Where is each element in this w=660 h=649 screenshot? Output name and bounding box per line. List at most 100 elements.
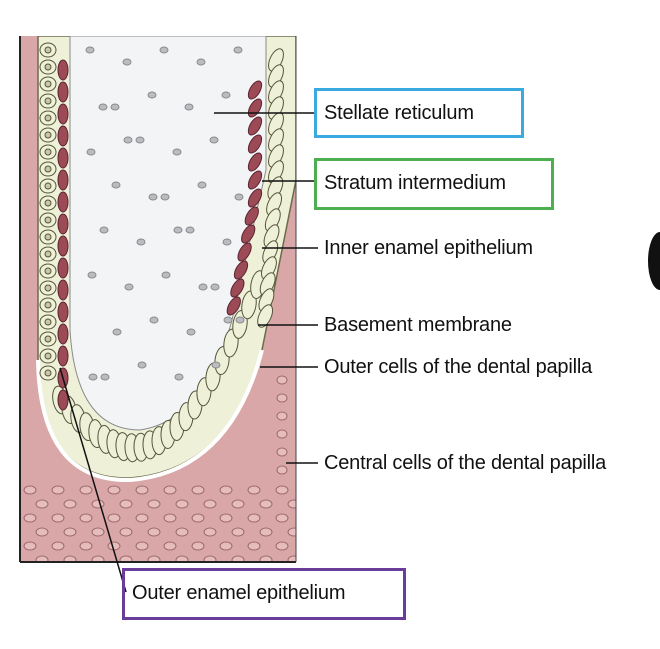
epithelial-nucleus bbox=[44, 165, 52, 173]
papilla-cell bbox=[275, 541, 289, 551]
papilla-cell bbox=[63, 499, 77, 509]
papilla-cell bbox=[107, 513, 121, 523]
stellate-cell bbox=[211, 361, 221, 369]
papilla-cell bbox=[276, 447, 288, 457]
papilla-cell bbox=[51, 513, 65, 523]
stellate-cell bbox=[186, 328, 196, 336]
papilla-cell bbox=[91, 555, 105, 562]
papilla-cell bbox=[147, 527, 161, 537]
stellate-reticulum-box bbox=[314, 88, 524, 138]
intermedium-cell bbox=[226, 296, 241, 316]
intermedium-cell bbox=[57, 147, 69, 169]
papilla-cell bbox=[276, 411, 288, 421]
outer-enamel-epithelium-label: Outer enamel epithelium bbox=[132, 582, 346, 604]
epithelial-nucleus bbox=[44, 80, 52, 88]
papilla-cell bbox=[79, 541, 93, 551]
epithelial-nucleus bbox=[44, 97, 52, 105]
intermedium-cell bbox=[57, 191, 69, 213]
intermedium-cell bbox=[57, 235, 69, 257]
papilla-cell bbox=[35, 555, 49, 562]
papilla-cell bbox=[287, 555, 296, 562]
stellate-cell bbox=[185, 226, 195, 234]
intermedium-cell bbox=[230, 278, 245, 298]
stellate-cell bbox=[159, 46, 169, 54]
papilla-cell bbox=[275, 513, 289, 523]
papilla-cell bbox=[175, 499, 189, 509]
inner-enamel-epithelium-label: Inner enamel epithelium bbox=[324, 237, 533, 259]
epithelial-nucleus bbox=[44, 46, 52, 54]
papilla-cell bbox=[259, 555, 273, 562]
intermedium-cell bbox=[57, 213, 69, 235]
basement-membrane-line bbox=[36, 349, 264, 483]
intermedium-cells bbox=[57, 59, 263, 411]
outer-cells-papilla-label: Outer cells of the dental papilla bbox=[324, 356, 593, 378]
papilla-cell bbox=[23, 541, 37, 551]
epithelial-nucleus bbox=[44, 148, 52, 156]
stellate-cell bbox=[147, 91, 157, 99]
stellate-cell bbox=[149, 316, 159, 324]
papilla-cell bbox=[147, 555, 161, 562]
intermedium-cell bbox=[57, 81, 69, 103]
stellate-cell bbox=[234, 193, 244, 201]
stellate-cells bbox=[85, 46, 245, 381]
stellate-cell bbox=[196, 58, 206, 66]
stellate-cell bbox=[98, 103, 108, 111]
stellate-cell bbox=[223, 316, 233, 324]
stellate-cell bbox=[135, 136, 145, 144]
outer-enamel-epithelium-box bbox=[122, 568, 406, 620]
stratum-intermedium-box bbox=[314, 158, 554, 210]
epithelial-nucleus bbox=[44, 216, 52, 224]
epithelial-nucleus bbox=[44, 369, 52, 377]
papilla-cell bbox=[219, 513, 233, 523]
epithelial-nucleus bbox=[44, 250, 52, 258]
stellate-cell bbox=[111, 181, 121, 189]
stellate-cell bbox=[222, 238, 232, 246]
papilla-cell bbox=[119, 499, 133, 509]
epithelial-nucleus bbox=[44, 318, 52, 326]
stellate-cell bbox=[110, 103, 120, 111]
intermedium-cell bbox=[57, 169, 69, 191]
papilla-cell bbox=[247, 541, 261, 551]
papilla-cell bbox=[259, 527, 273, 537]
stellate-cell bbox=[221, 91, 231, 99]
stellate-cell bbox=[160, 193, 170, 201]
intermedium-cell bbox=[241, 224, 256, 244]
intermedium-cell bbox=[247, 170, 263, 190]
papilla-cell bbox=[91, 499, 105, 509]
papilla-cell bbox=[247, 513, 261, 523]
leader-outer-enamel bbox=[59, 367, 127, 593]
stellate-cell bbox=[99, 226, 109, 234]
papilla-cell bbox=[163, 541, 177, 551]
stellate-cell bbox=[122, 58, 132, 66]
papilla-cell bbox=[259, 499, 273, 509]
stellate-cell bbox=[173, 226, 183, 234]
stellate-cell bbox=[197, 181, 207, 189]
stellate-cell bbox=[161, 271, 171, 279]
stellate-cell bbox=[112, 328, 122, 336]
intermedium-cell bbox=[57, 279, 69, 301]
papilla-cell bbox=[79, 485, 93, 495]
stellate-cell bbox=[136, 238, 146, 246]
papilla-cell bbox=[119, 555, 133, 562]
papilla-cell bbox=[163, 513, 177, 523]
papilla-cell bbox=[51, 485, 65, 495]
stellate-cell bbox=[85, 46, 95, 54]
intermedium-cell bbox=[57, 59, 69, 81]
stratum-intermedium-label: Stratum intermedium bbox=[324, 172, 506, 194]
papilla-cell bbox=[51, 541, 65, 551]
papilla-cell bbox=[191, 541, 205, 551]
papilla-cell bbox=[147, 499, 161, 509]
papilla-cell bbox=[219, 541, 233, 551]
intermedium-cell bbox=[237, 242, 252, 262]
stellate-cell bbox=[198, 283, 208, 291]
central-cells-papilla-label: Central cells of the dental papilla bbox=[324, 452, 607, 474]
epithelial-nucleus bbox=[44, 284, 52, 292]
papilla-cell bbox=[231, 527, 245, 537]
papilla-cell bbox=[276, 465, 288, 475]
papilla-cell bbox=[35, 527, 49, 537]
papilla-cell bbox=[63, 555, 77, 562]
stellate-cell bbox=[172, 148, 182, 156]
stellate-cell bbox=[100, 373, 110, 381]
epithelial-nucleus bbox=[44, 267, 52, 275]
